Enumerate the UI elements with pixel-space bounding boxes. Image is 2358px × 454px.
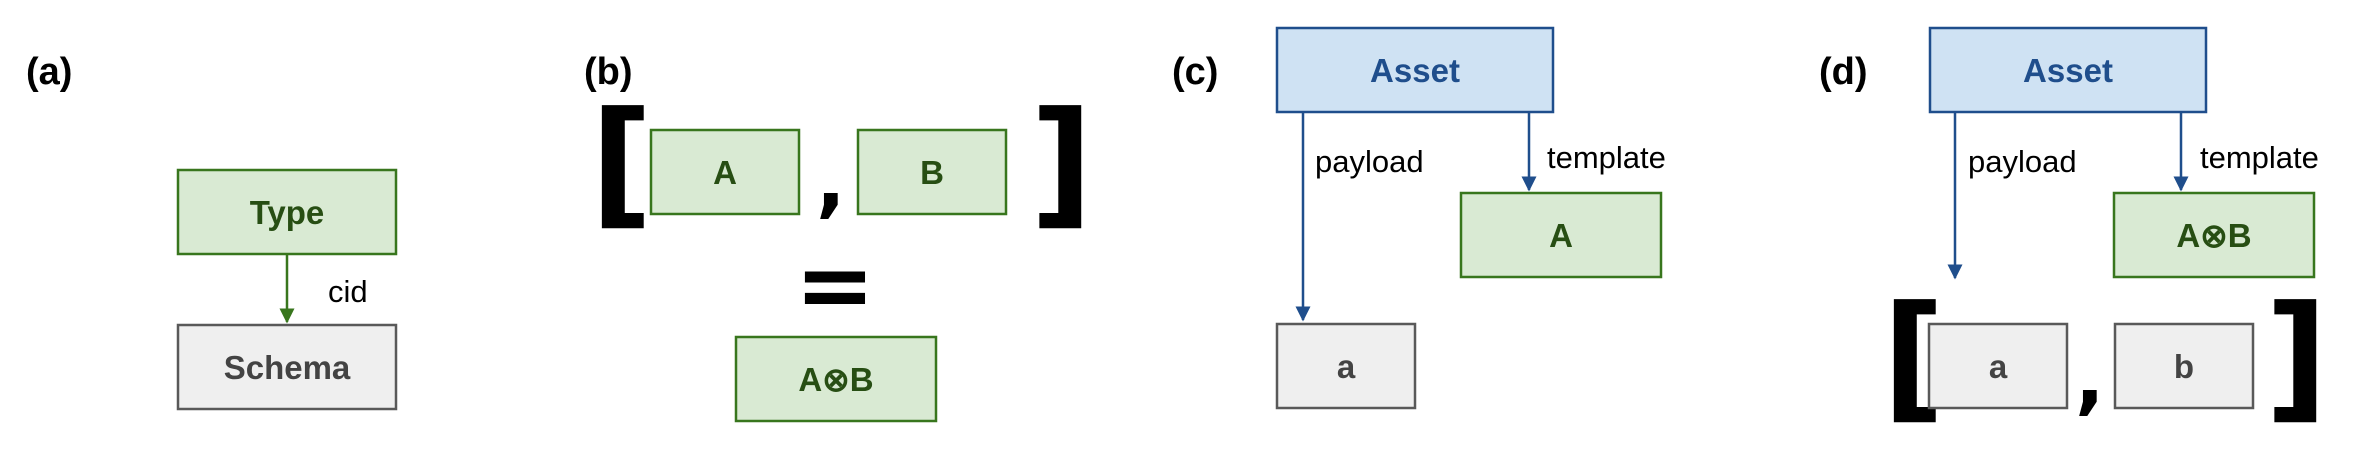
- panel-c-payload-box-label: a: [1337, 348, 1356, 385]
- panel-c-template-label: template: [1547, 140, 1666, 175]
- panel-c-template-box-label: A: [1549, 217, 1573, 254]
- panel-b-label: (b): [584, 51, 633, 93]
- equals-sign: =: [795, 229, 875, 341]
- panel-b-result-box-label: A⊗B: [798, 361, 873, 398]
- panel-d-box-b-label: b: [2174, 348, 2194, 385]
- panel-a: (a) Type cid Schema: [26, 51, 398, 411]
- panel-d-box-b: [2113, 322, 2255, 410]
- panel-d-template-box: [2112, 191, 2316, 279]
- panel-b-box-a: [649, 128, 801, 216]
- type-box: [176, 168, 398, 256]
- panel-b-open-bracket: [: [590, 82, 653, 243]
- panel-c: (c) Asset payload template A a: [1172, 26, 1666, 410]
- panel-b-box-b-label: B: [920, 154, 944, 191]
- panel-c-template-box: [1459, 191, 1663, 279]
- panel-c-payload-box: [1275, 322, 1417, 410]
- type-box-label: Type: [250, 194, 325, 231]
- panel-c-asset-box: [1275, 26, 1555, 114]
- panel-d-label: (d): [1819, 51, 1868, 93]
- schema-box: [176, 323, 398, 411]
- panel-d-payload-label: payload: [1968, 144, 2077, 179]
- panel-c-asset-box-label: Asset: [1370, 52, 1460, 89]
- panel-d-close-bracket: ]: [2265, 276, 2328, 437]
- panel-d-asset-box-label: Asset: [2023, 52, 2113, 89]
- panel-c-label: (c): [1172, 51, 1218, 93]
- panel-b-box-b: [856, 128, 1008, 216]
- panel-b-comma: ,: [816, 137, 846, 227]
- panel-c-payload-label: payload: [1315, 144, 1424, 179]
- schema-box-label: Schema: [224, 349, 351, 386]
- panel-d-box-a: [1927, 322, 2069, 410]
- panel-b-close-bracket: ]: [1030, 82, 1093, 243]
- panel-d-template-label: template: [2200, 140, 2319, 175]
- panel-b-box-a-label: A: [713, 154, 737, 191]
- panel-d-box-a-label: a: [1989, 348, 2008, 385]
- panel-d: (d) Asset payload template A⊗B [ a , b ]: [1819, 26, 2328, 437]
- cid-edge-label: cid: [328, 274, 368, 309]
- panel-d-template-box-label: A⊗B: [2176, 217, 2251, 254]
- panel-d-asset-box: [1928, 26, 2208, 114]
- panel-a-label: (a): [26, 51, 72, 93]
- panel-b: (b) [ A , B ] = A⊗B: [584, 51, 1093, 423]
- panel-b-result-box: [734, 335, 938, 423]
- panel-d-comma: ,: [2075, 334, 2105, 424]
